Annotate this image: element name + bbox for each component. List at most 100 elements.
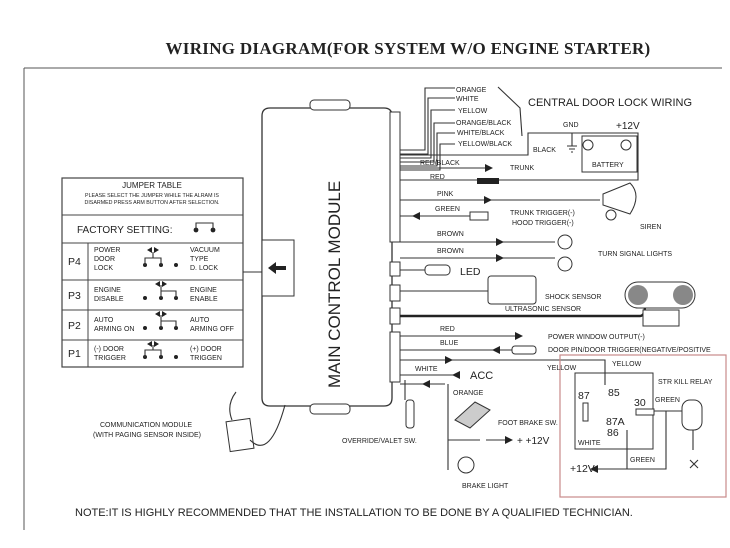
comm-module-label: COMMUNICATION MODULE (100, 422, 192, 429)
trigger-switch-icon (469, 211, 489, 221)
trunk-label: TRUNK (510, 165, 534, 172)
battery-negative-icon (582, 139, 594, 151)
jumper-right-label: (+) DOOR (190, 346, 222, 353)
jumper-arrow-icon (268, 262, 286, 274)
battery-label: BATTERY (592, 162, 624, 169)
wire-label: RED (440, 326, 455, 333)
relay-pin-30: 30 (634, 397, 646, 409)
siren-icon (602, 182, 637, 221)
jumper-left-label: DOOR (94, 256, 115, 263)
wire-label: BLACK (533, 147, 556, 154)
wire-label: YELLOW (612, 361, 642, 368)
wire-label: ORANGE (453, 390, 484, 397)
brake-pedal-icon (454, 401, 491, 429)
module-label: MAIN CONTROL MODULE (325, 181, 344, 388)
jumper-right-label: ARMING OFF (190, 326, 234, 333)
str-kill-relay-box: YELLOW YELLOW STR KILL RELAY 87 85 30 87… (547, 354, 727, 498)
jumper-instructions: PLEASE SELECT THE JUMPER WHILE THE ALRAM… (85, 193, 219, 199)
acc-label: ACC (470, 370, 493, 382)
jumper-left-label: DISABLE (94, 296, 124, 303)
jumper-left-label: ENGINE (94, 287, 121, 294)
frame (23, 67, 722, 530)
trunk-trigger-label: TRUNK TRIGGER(-) (510, 210, 575, 217)
led-label: LED (460, 266, 481, 278)
ignition-coil-icon (681, 399, 703, 431)
valet-switch-icon (405, 399, 415, 429)
communication-module: COMMUNICATION MODULE (WITH PAGING SENSOR… (93, 391, 286, 453)
wire-label: ORANGE/BLACK (456, 120, 512, 127)
door-pin-label: DOOR PIN/DOOR TRIGGER(NEGATIVE/POSITIVE (548, 347, 711, 354)
shock-sensor-label: SHOCK SENSOR (545, 294, 601, 301)
wire-label: WHITE (415, 366, 438, 373)
installation-note: NOTE:IT IS HIGHLY RECOMMENDED THAT THE I… (75, 507, 633, 519)
override-label: OVERRIDE/VALET SW. (342, 438, 417, 445)
wire-label: PINK (437, 191, 454, 198)
jumper-right-label: AUTO (190, 317, 210, 324)
jumper-left-label: LOCK (94, 265, 113, 272)
jumper-right-label: VACUUM (190, 247, 220, 254)
turn-signal-label: TURN SIGNAL LIGHTS (598, 251, 672, 258)
wire-label: BROWN (437, 231, 464, 238)
hood-trigger-label: HOOD TRIGGER(-) (512, 220, 574, 227)
jumper-id: P3 (68, 290, 81, 302)
jumper-left-label: TRIGGER (94, 355, 126, 362)
brake-light-icon (457, 456, 475, 474)
jumper-left-label: AUTO (94, 317, 114, 324)
wire-label: RED/BLACK (420, 160, 460, 167)
wire-label: YELLOW/BLACK (458, 141, 512, 148)
jumper-icon (193, 222, 216, 233)
wire-label: BROWN (437, 248, 464, 255)
jumper-pins-p3 (143, 281, 178, 300)
jumper-right-label: D. LOCK (190, 265, 218, 272)
diagram-title: WIRING DIAGRAM(FOR SYSTEM W/O ENGINE STA… (165, 39, 650, 58)
jumper-right-label: TYPE (190, 256, 209, 263)
jumper-table: JUMPER TABLE PLEASE SELECT THE JUMPER WH… (61, 177, 244, 368)
wire-label: YELLOW (547, 365, 577, 372)
wire-label: GREEN (435, 206, 460, 213)
jumper-id: P1 (68, 348, 81, 360)
door-lock-wires: ORANGE WHITE YELLOW ORANGE/BLACK WHITE/B… (400, 86, 692, 181)
turn-signal-bulb-icon (557, 234, 573, 250)
jumper-left-label: (-) DOOR (94, 346, 124, 353)
relay-title: STR KILL RELAY (658, 379, 713, 386)
jumper-right-label: TRIGGEN (190, 355, 222, 362)
wire-label: GREEN (655, 397, 680, 404)
relay-pin-86: 86 (607, 427, 619, 439)
plus12v-label: + +12V (517, 436, 550, 447)
wire-label: WHITE/BLACK (457, 130, 505, 137)
brake-light-label: BRAKE LIGHT (462, 483, 509, 490)
plus12v-label: +12V (616, 121, 640, 132)
ultrasonic-sensor-icon (624, 281, 696, 327)
fuse-icon (477, 178, 499, 184)
battery-positive-icon (620, 139, 632, 151)
wire-label: WHITE (456, 96, 479, 103)
led-icon (424, 264, 451, 276)
siren-label: SIREN (640, 224, 661, 231)
main-control-module: MAIN CONTROL MODULE (261, 99, 401, 415)
relay-pin-85: 85 (608, 387, 620, 399)
jumper-table-title: JUMPER TABLE (122, 181, 182, 190)
wire-label: GREEN (630, 457, 655, 464)
door-pin-icon (511, 345, 537, 355)
comm-module-label: (WITH PAGING SENSOR INSIDE) (93, 432, 201, 439)
wire-label: BLUE (440, 340, 459, 347)
door-lock-heading: CENTRAL DOOR LOCK WIRING (528, 97, 692, 109)
jumper-instructions: DISARMED PRESS ARM BUTTON AFTER SELECTIO… (85, 200, 220, 206)
jumper-id: P2 (68, 320, 81, 332)
power-window-label: POWER WINDOW OUTPUT(-) (548, 334, 645, 341)
ultrasonic-label: ULTRASONIC SENSOR (505, 306, 581, 313)
factory-setting-label: FACTORY SETTING: (77, 225, 173, 236)
relay-pin-87a: 87A (606, 416, 625, 428)
jumper-pins-p4 (143, 247, 178, 267)
wire-label: RED (430, 174, 445, 181)
foot-brake-label: FOOT BRAKE SW. (498, 420, 558, 427)
wire-label: WHITE (578, 440, 601, 447)
relay-pin-87: 87 (578, 390, 590, 402)
gnd-label: GND (563, 122, 579, 129)
jumper-pins-p2 (143, 311, 178, 330)
jumper-pins-p1 (143, 341, 178, 359)
wire-label: ORANGE (456, 87, 487, 94)
jumper-left-label: POWER (94, 247, 120, 254)
jumper-id: P4 (68, 256, 81, 268)
